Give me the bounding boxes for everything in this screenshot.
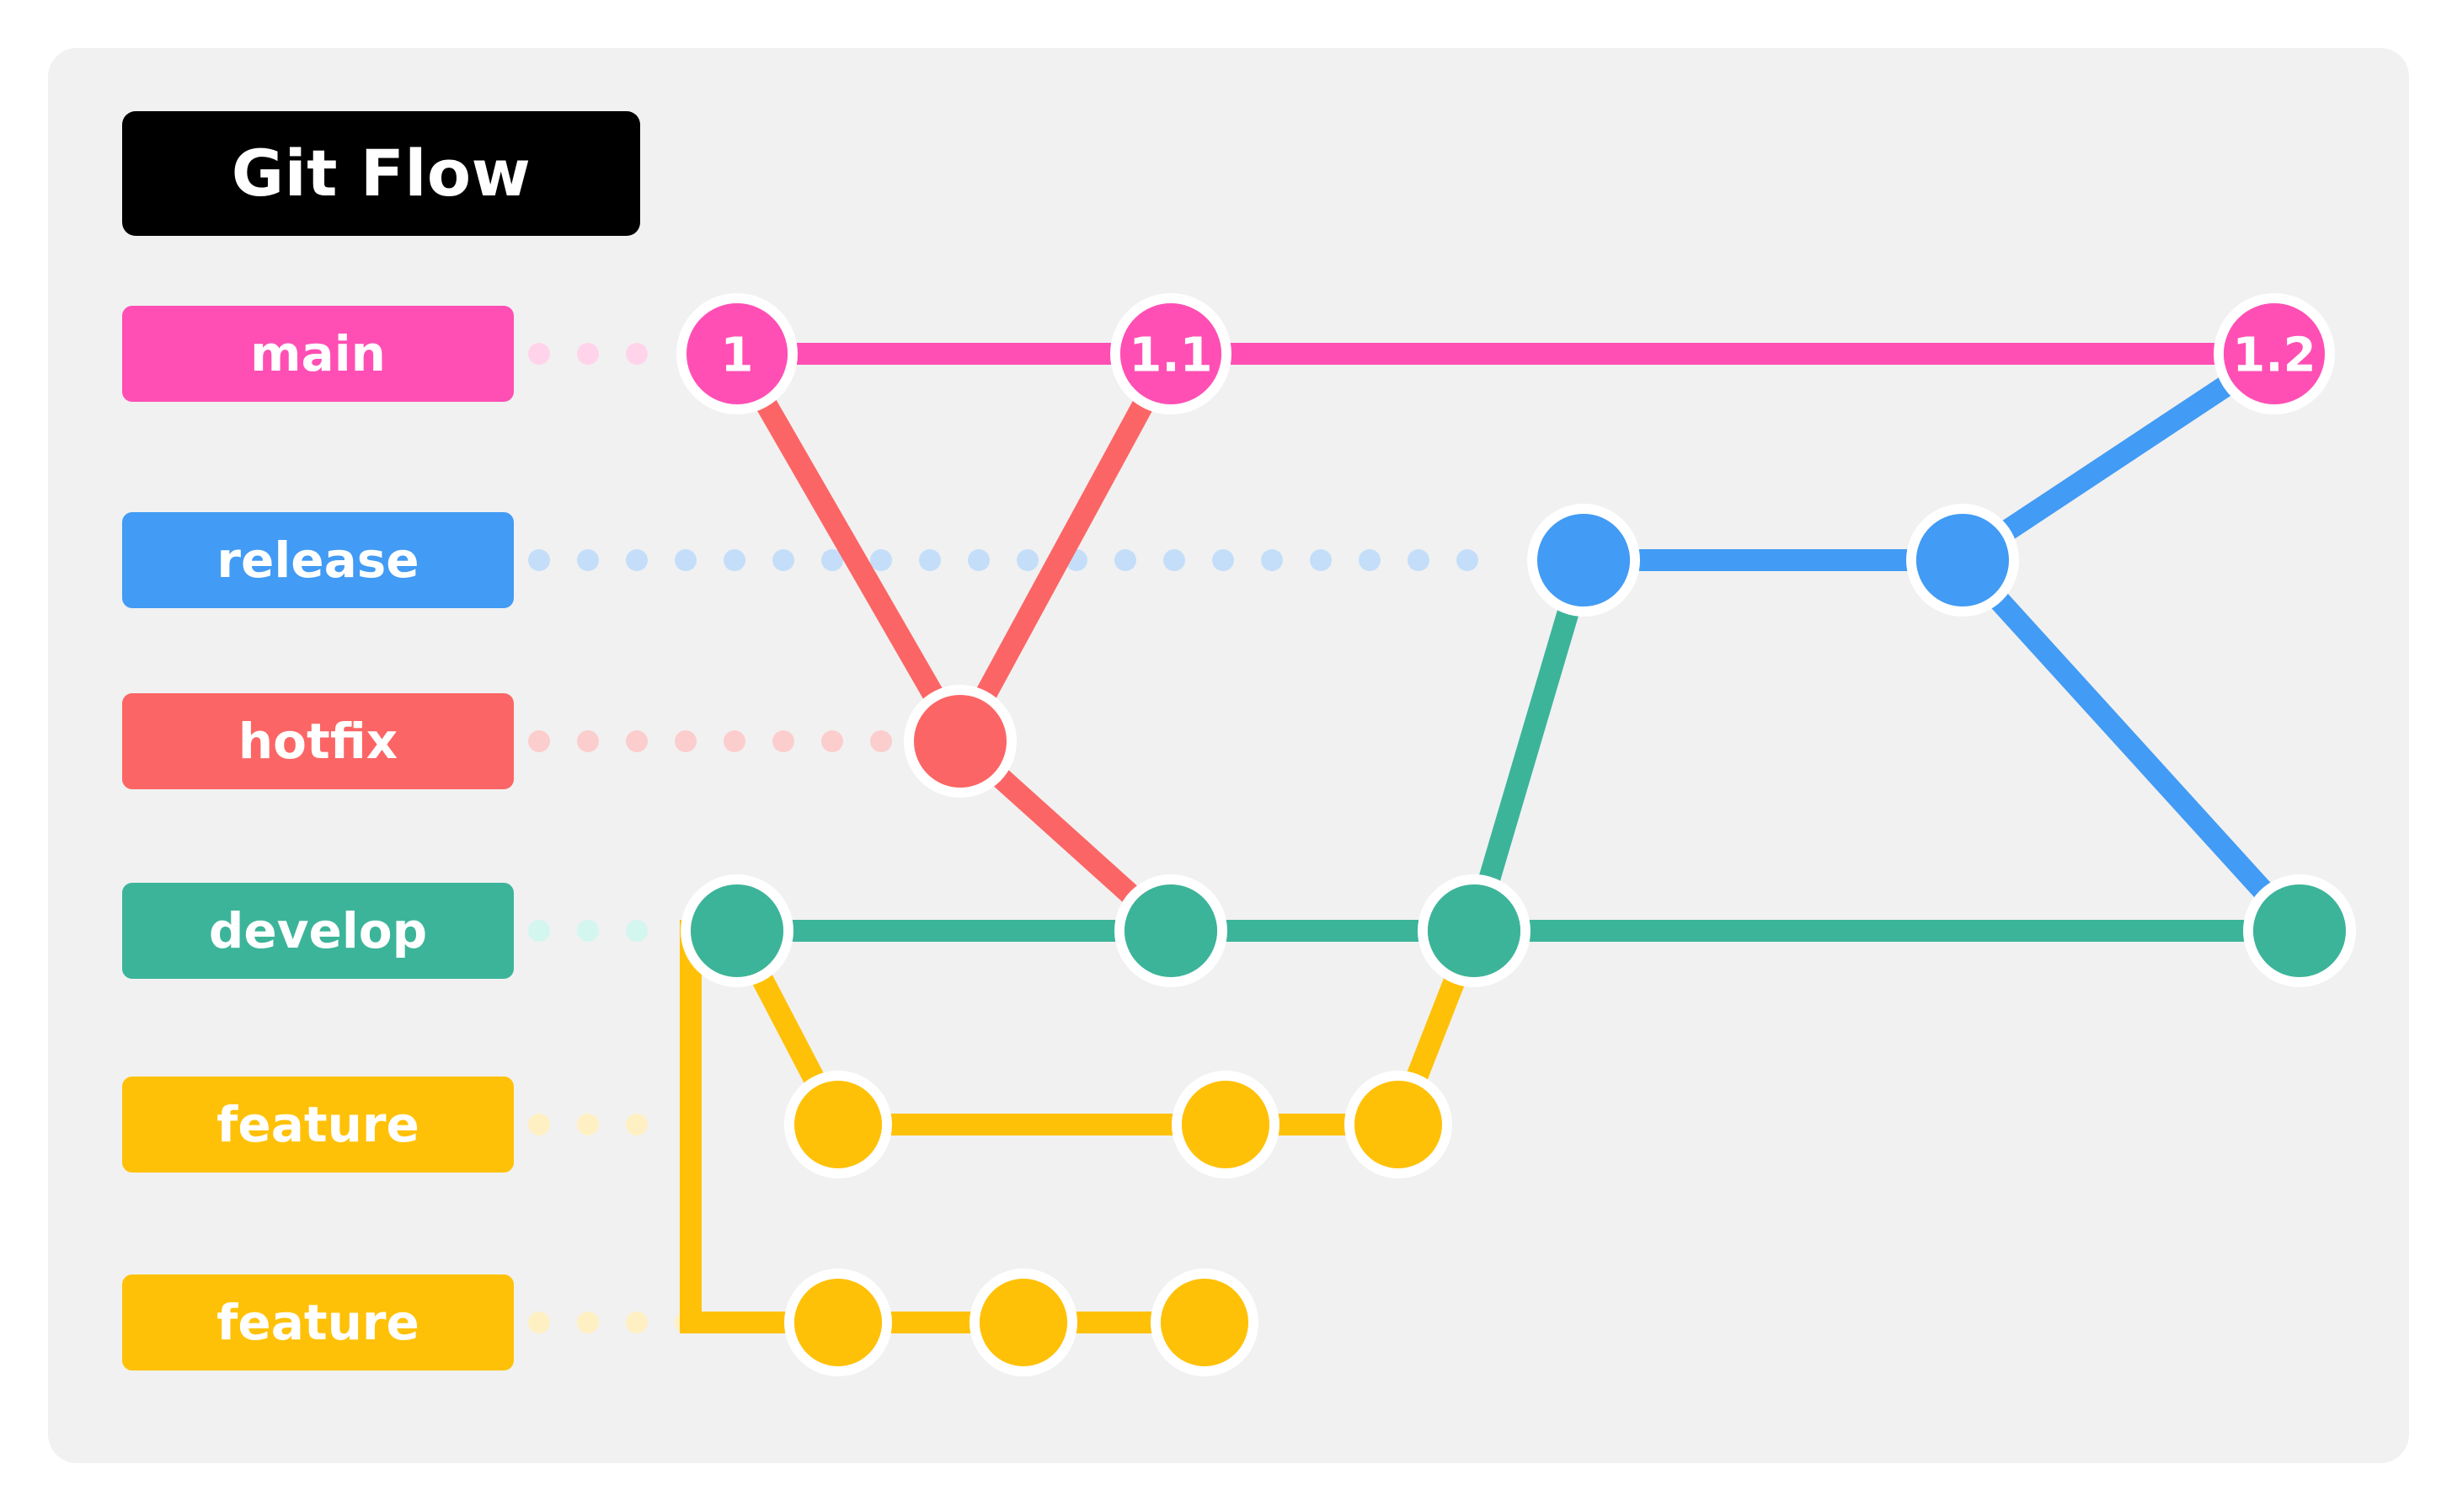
branch-label-develop-3[interactable]: develop xyxy=(122,883,514,979)
branch-label-main-0[interactable]: main xyxy=(122,306,514,402)
branch-label-hotfix-2[interactable]: hotfix xyxy=(122,693,514,789)
page-title: Git Flow xyxy=(122,111,640,236)
branch-label-text: feature xyxy=(216,1294,419,1351)
branch-label-text: release xyxy=(216,532,419,589)
branch-label-text: feature xyxy=(216,1096,419,1153)
branch-label-feature-5[interactable]: feature xyxy=(122,1274,514,1370)
branch-label-text: hotfix xyxy=(238,713,398,770)
branch-label-release-1[interactable]: release xyxy=(122,512,514,608)
branch-label-text: main xyxy=(250,325,386,382)
page-title-text: Git Flow xyxy=(231,136,532,211)
branch-label-feature-4[interactable]: feature xyxy=(122,1077,514,1173)
branch-label-text: develop xyxy=(208,902,428,959)
